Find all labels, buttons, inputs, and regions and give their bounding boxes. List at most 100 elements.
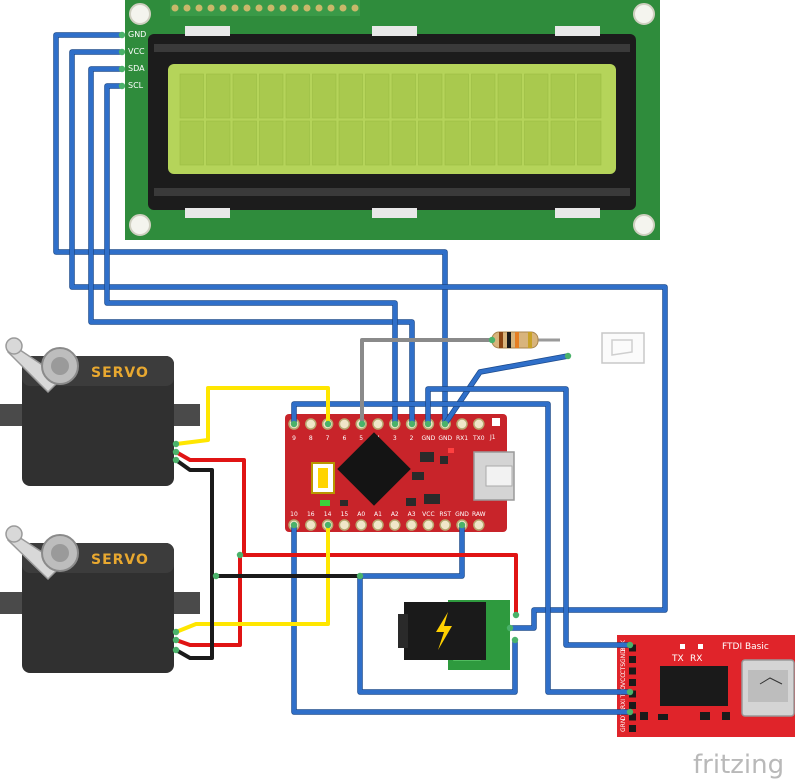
wire-servo2-yellow (174, 523, 330, 634)
lcd-pin-labels: GND VCC SDA SCL (128, 30, 146, 90)
lcd-char-cell (179, 120, 204, 166)
ftdi-pin-label: VCC (620, 674, 627, 686)
lcd-char-cell (577, 120, 602, 166)
arduino-bottom-pin-label: A3 (408, 511, 416, 518)
wire-end-dot (172, 448, 180, 456)
arduino-bottom-pin (405, 519, 418, 531)
fritzing-logo-text: fritzing (693, 750, 784, 780)
arduino-top-pin-label: 3 (393, 435, 397, 442)
wire-end-dot (488, 336, 496, 344)
lcd-mount-holes (129, 3, 655, 236)
ftdi-pin (629, 667, 636, 675)
arduino-top-pin-label: RX1 (456, 435, 468, 442)
arduino-bottom-pin-label: RST (439, 511, 451, 518)
ftdi-pin-label: GRN (620, 719, 627, 732)
ftdi-pin (629, 679, 636, 686)
wire-end-dot (424, 420, 432, 428)
servo-1-label: SERVO (91, 365, 149, 381)
ftdi-pin-label: GND (620, 649, 627, 663)
lcd-pin-label-sda: SDA (128, 64, 145, 73)
arduino-top-pin (338, 418, 351, 430)
wire-end-dot (391, 420, 399, 428)
ftdi-pin-label: CTS (620, 663, 627, 675)
arduino-bottom-pin-label: A0 (357, 511, 365, 518)
wire-gnd2-ftdi (426, 387, 632, 647)
wire-end-dot (172, 636, 180, 644)
arduino-bottom-pin (422, 519, 435, 531)
lcd-module: GND VCC SDA SCL (125, 0, 660, 240)
wire-servo1-red (174, 450, 518, 617)
lcd-char-cell (232, 73, 257, 119)
arduino-bottom-pin (439, 519, 451, 531)
ftdi-pin (629, 713, 636, 721)
arduino-bottom-pin (389, 519, 401, 531)
wire-pin10-ftdi (292, 523, 632, 714)
led (601, 332, 645, 364)
wire-end-dot (324, 420, 332, 428)
lcd-pin-label-vcc: VCC (128, 47, 145, 56)
lcd-char-cell (365, 73, 390, 119)
ftdi-pin (629, 725, 636, 732)
wire-servo1-black (174, 458, 214, 660)
arduino-bottom-pin-label: A2 (391, 511, 399, 518)
arduino-bottom-pin-label: 10 (290, 511, 298, 518)
wire-end-dot (290, 521, 298, 529)
arduino-bottom-pin-label: RAW (472, 511, 486, 518)
dc-barrel-jack (398, 600, 510, 670)
lcd-char-cell (471, 120, 496, 166)
arduino-bottom-pin-label: A1 (374, 511, 382, 518)
ftdi-title: FTDI Basic (722, 642, 769, 652)
arduino-top-pin (456, 418, 468, 430)
wire-end-dot (458, 521, 466, 529)
lcd-char-cell (312, 73, 337, 119)
lcd-char-cell (391, 120, 416, 166)
lcd-char-cell (259, 120, 284, 166)
wire-end-dot (236, 551, 244, 559)
lcd-char-cell (365, 120, 390, 166)
wire-lcd-sda (89, 67, 414, 426)
wire-end-dot (408, 420, 416, 428)
ftdi-pin (629, 690, 636, 698)
wire-end-dot (172, 628, 180, 636)
ftdi-pin-label: RXI (620, 699, 627, 709)
ftdi-rx-label: RX (690, 654, 702, 664)
ftdi-basic: FTDI Basic TX RX GRNDTRRXITXOVCCCTSGNDBL… (617, 635, 795, 737)
lcd-char-cell (179, 73, 204, 119)
fritzing-logo: fritzing (693, 750, 784, 780)
wire-end-dot (290, 420, 298, 428)
lcd-top-header (170, 0, 360, 16)
wire-end-dot (626, 708, 634, 716)
arduino-top-pin (473, 418, 485, 430)
wire-pin9-ftdi (292, 402, 632, 694)
lcd-char-cell (524, 120, 549, 166)
arduino-bottom-pin-label: VCC (422, 511, 434, 518)
lcd-char-cell (497, 120, 522, 166)
arduino-bottom-pin (372, 519, 384, 531)
lcd-char-cell (444, 73, 469, 119)
wire-arduino-gnd-bottom (358, 523, 517, 694)
arduino-top-pin-label: TX0 (472, 435, 485, 442)
ftdi-chip (660, 666, 728, 706)
lcd-char-cell (285, 120, 310, 166)
lcd-char-cell (524, 73, 549, 119)
lcd-char-cell (206, 73, 231, 119)
arduino-top-pin-label: 5 (359, 435, 363, 442)
ftdi-pin (629, 702, 636, 709)
wire-lcd-vcc (70, 50, 667, 630)
wire-lcd-scl (105, 84, 397, 426)
wire-end-dot (564, 352, 572, 360)
arduino-top-pin-label: 9 (292, 435, 296, 442)
arduino-bottom-pin-label: GND (455, 511, 469, 518)
wire-resistor-pin5 (360, 338, 494, 426)
servo-2-label: SERVO (91, 552, 149, 568)
ftdi-pin (629, 644, 636, 652)
power-bolt-icon (436, 612, 452, 650)
lcd-char-cell (232, 120, 257, 166)
wire-end-dot (172, 456, 180, 464)
wire-lcd-gnd (54, 33, 447, 426)
wire-end-dot (212, 572, 220, 580)
arduino-bottom-pin-label: 16 (307, 511, 315, 518)
servo-2-body (22, 543, 174, 673)
arduino-top-pin (305, 418, 317, 430)
arduino-j1-label: J1 (489, 434, 496, 441)
